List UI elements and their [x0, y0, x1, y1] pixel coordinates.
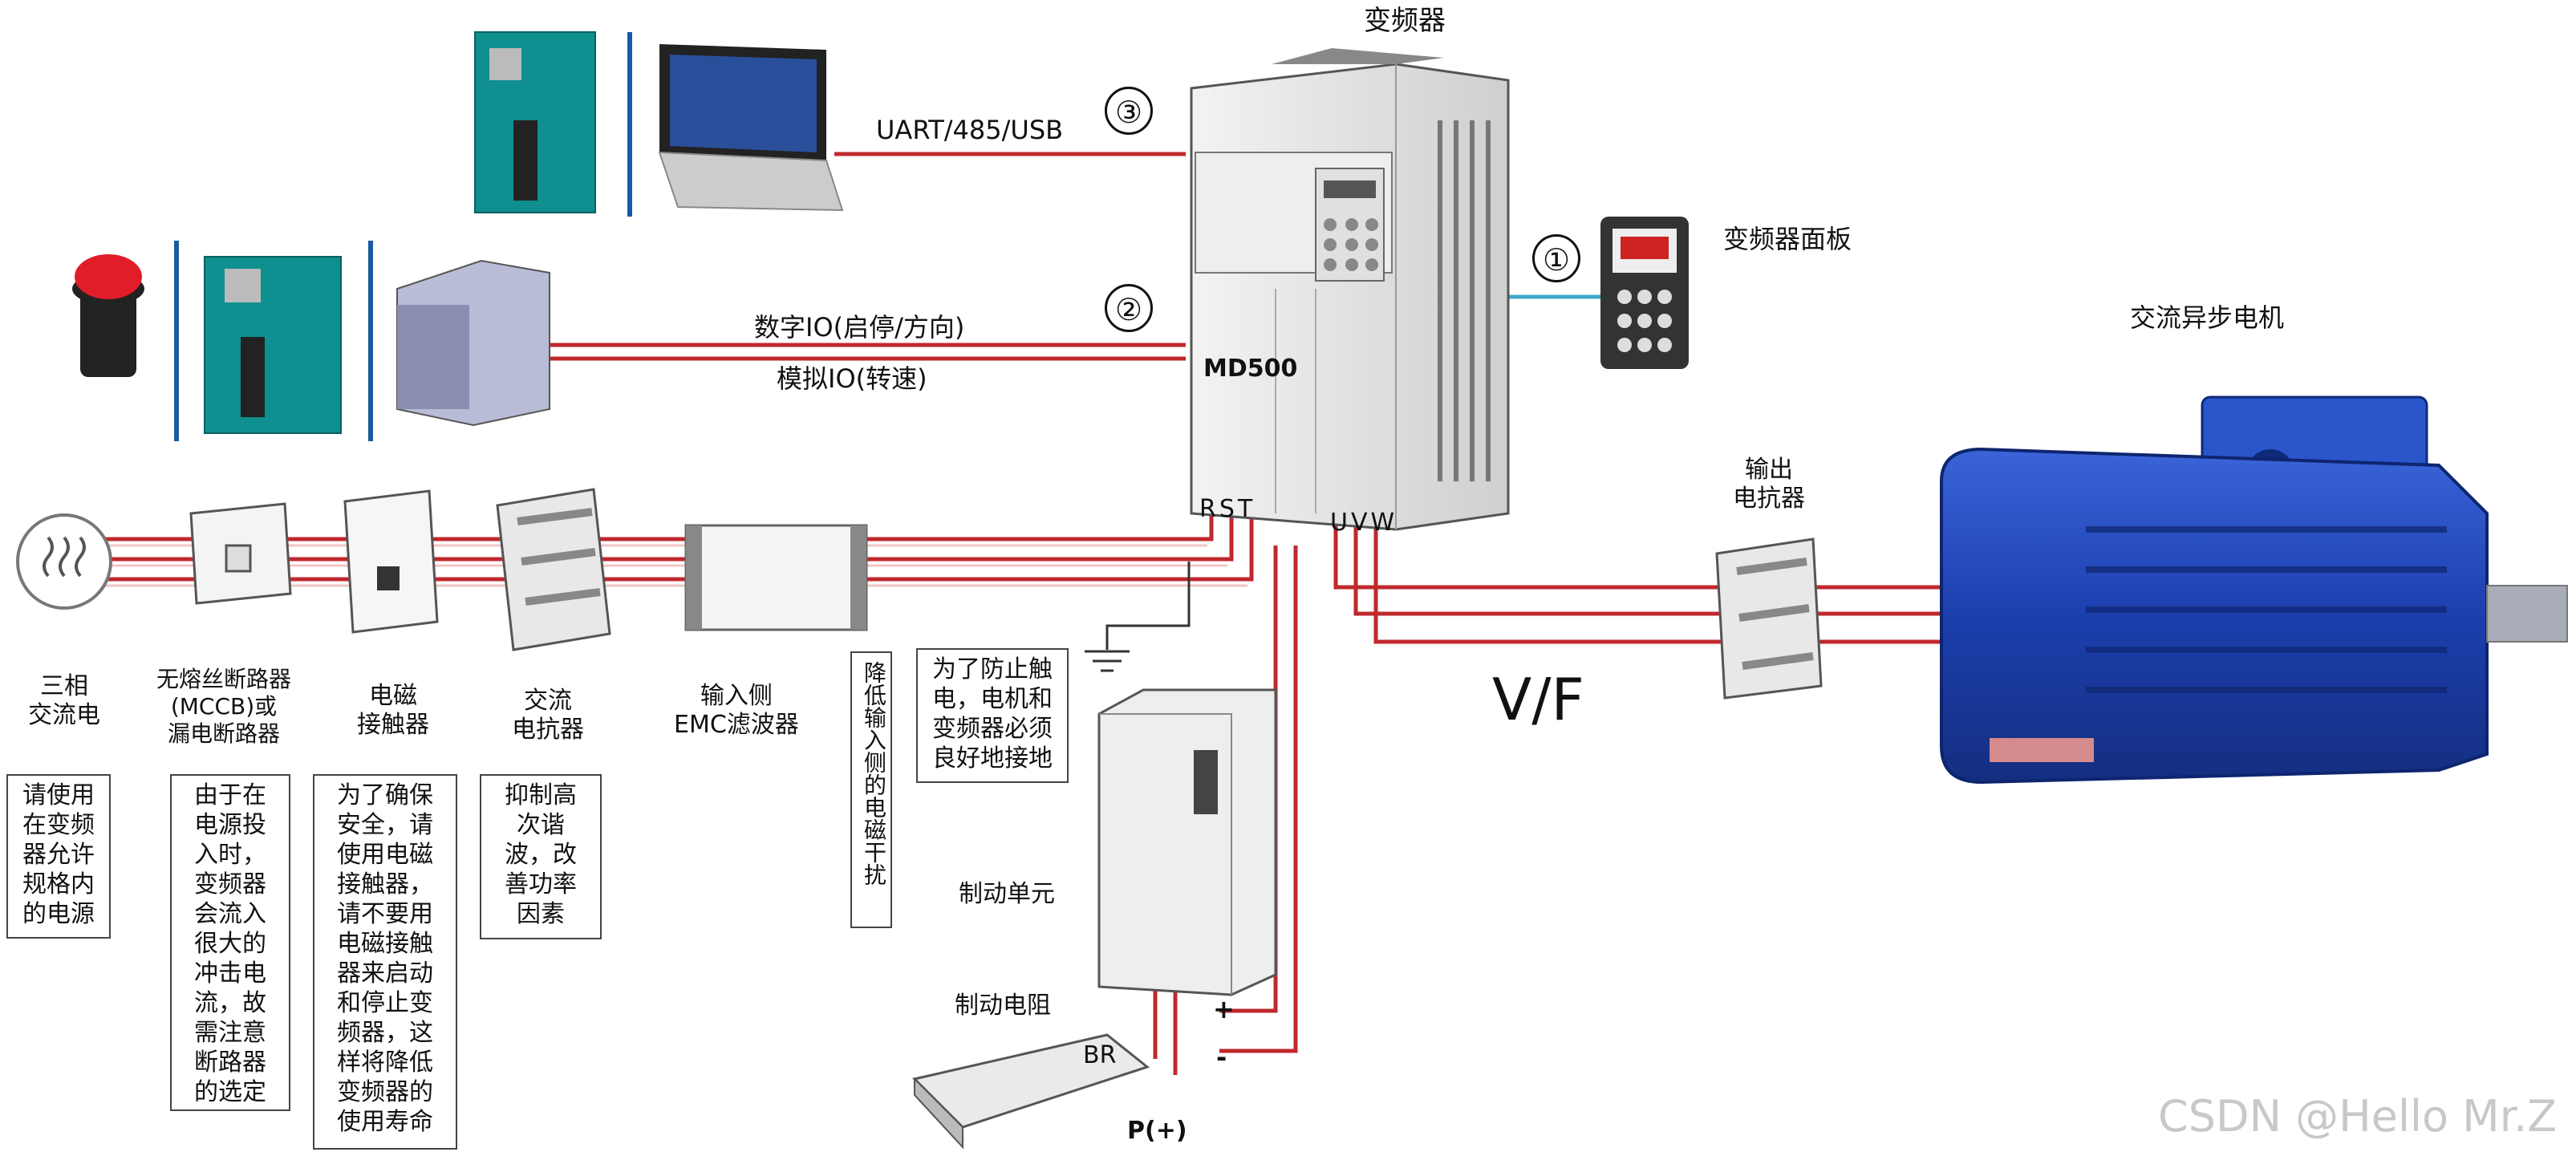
ground-note: 为了防止触 电，电机和 变频器必须 良好地接地 — [916, 648, 1069, 783]
ground-symbol — [1085, 562, 1191, 672]
contactor-icon — [343, 489, 439, 634]
brake-resistor-label: 制动电阻 — [955, 992, 1051, 1020]
keypad-panel-icon — [1600, 217, 1689, 369]
terminals-in: RST — [1199, 495, 1256, 523]
reactor-note: 抑制高 次谐 波，改 善功率 因素 — [480, 774, 602, 939]
analog-io-label: 模拟IO(转速) — [777, 363, 927, 394]
arduino-board-top-icon — [474, 31, 596, 213]
comm-label: UART/485/USB — [876, 115, 1064, 145]
emc-filter-icon — [684, 524, 868, 631]
vfd-drive — [1190, 48, 1510, 531]
input-power-wires — [48, 513, 1254, 582]
brake-unit-icon — [1097, 688, 1277, 996]
emc-note: 降低输入侧的电磁干扰 — [850, 651, 892, 928]
power-note: 请使用 在变频 器允许 规格内 的电源 — [6, 774, 111, 939]
br-label: BR — [1083, 1041, 1117, 1069]
power-label: 三相 交流电 — [28, 672, 100, 729]
emc-label: 输入侧 EMC滤波器 — [674, 682, 799, 739]
output-reactor-icon — [1715, 537, 1823, 700]
control-wires — [542, 152, 1186, 361]
connection-3-marker: ③ — [1105, 87, 1153, 135]
ac-source-icon — [16, 513, 112, 610]
digital-io-label: 数字IO(启停/方向) — [754, 312, 965, 343]
contactor-label: 电磁 接触器 — [357, 682, 429, 739]
watermark: CSDN @Hello Mr.Z — [2158, 1091, 2558, 1142]
motor-label: 交流异步电机 — [2130, 302, 2285, 333]
push-button-icon — [72, 254, 144, 377]
drive-model: MD500 — [1203, 355, 1298, 383]
output-motor-wires — [1333, 521, 1957, 644]
minus-label: - — [1216, 1042, 1227, 1073]
mccb-label: 无熔丝断路器 (MCCB)或 漏电断路器 — [156, 666, 292, 747]
p-plus-label: P(+) — [1127, 1117, 1187, 1145]
contactor-note: 为了确保 安全，请 使用电磁 接触器， 请不要用 电磁接触 器来启动 和停止变 … — [313, 774, 457, 1150]
arduino-board-left-icon — [204, 256, 342, 434]
brake-resistor-icon — [912, 1033, 1150, 1150]
vf-label: V/F — [1492, 666, 1584, 733]
output-reactor-label: 输出 电抗器 — [1733, 456, 1805, 513]
mccb-icon — [189, 502, 292, 605]
connection-2-marker: ② — [1105, 284, 1153, 332]
motor-icon — [1940, 395, 2568, 785]
connection-1-marker: ① — [1532, 234, 1580, 282]
mccb-note: 由于在 电源投 入时， 变频器 会流入 很大的 冲击电 流，故 需注意 断路器 … — [170, 774, 290, 1111]
plc-icon — [396, 259, 550, 427]
drive-title: 变频器 — [1364, 5, 1446, 37]
plus-label: + — [1213, 994, 1235, 1024]
brake-unit-label: 制动单元 — [959, 880, 1055, 908]
ac-reactor-icon — [496, 488, 611, 651]
ac-reactor-label: 交流 电抗器 — [512, 687, 584, 744]
terminals-out: UVW — [1330, 509, 1398, 537]
panel-label: 变频器面板 — [1723, 224, 1852, 254]
laptop-icon — [658, 44, 844, 212]
